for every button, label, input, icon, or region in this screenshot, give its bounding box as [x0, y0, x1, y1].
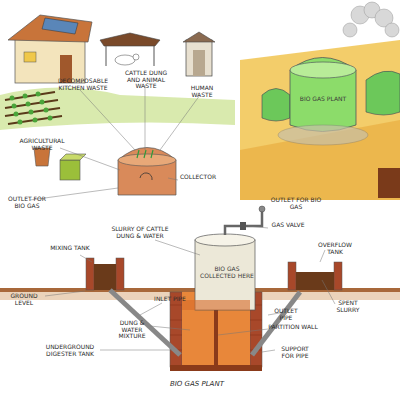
part-label: GROUND LEVEL [2, 293, 46, 306]
part-label: UNDERGROUND DIGESTER TANK [40, 344, 100, 357]
part-label: CATTLE DUNG AND ANIMAL WASTE [122, 70, 170, 90]
caption: BIO GAS PLANT [170, 380, 224, 388]
node-label: BIO GAS COLLECTED HERE [197, 266, 257, 280]
part-label: SLURRY OF CATTLE DUNG & WATER [110, 226, 170, 239]
part-label: INLET PIPE [150, 296, 190, 303]
part-label: SUPPORT FOR PIPE [275, 346, 315, 359]
gas-tank: BIO GAS PLANT [294, 78, 352, 120]
part-label: MIXING TANK [50, 245, 90, 252]
part-label: DECOMPOSABLE KITCHEN WASTE [58, 78, 108, 91]
part-label: DUNG & WATER MIXTURE [112, 320, 152, 340]
part-label: COLLECTOR [178, 174, 218, 181]
part-label: OUTLET PIPE [268, 308, 304, 321]
part-label: HUMAN WASTE [182, 85, 222, 98]
node-label: BIO GAS PLANT [300, 96, 346, 103]
part-label: OUTLET FOR BIO GAS [266, 197, 326, 210]
gas-drum: BIO GAS COLLECTED HERE [197, 248, 257, 298]
part-label: PARTITION WALL [268, 324, 318, 331]
part-label: OVERFLOW TANK [310, 242, 360, 255]
part-label: GAS VALVE [268, 222, 308, 229]
part-label: SPENT SLURRY [330, 300, 366, 313]
part-label: AGRICULTURAL WASTE [12, 138, 72, 151]
part-label: OUTLET FOR BIO GAS [2, 196, 52, 209]
